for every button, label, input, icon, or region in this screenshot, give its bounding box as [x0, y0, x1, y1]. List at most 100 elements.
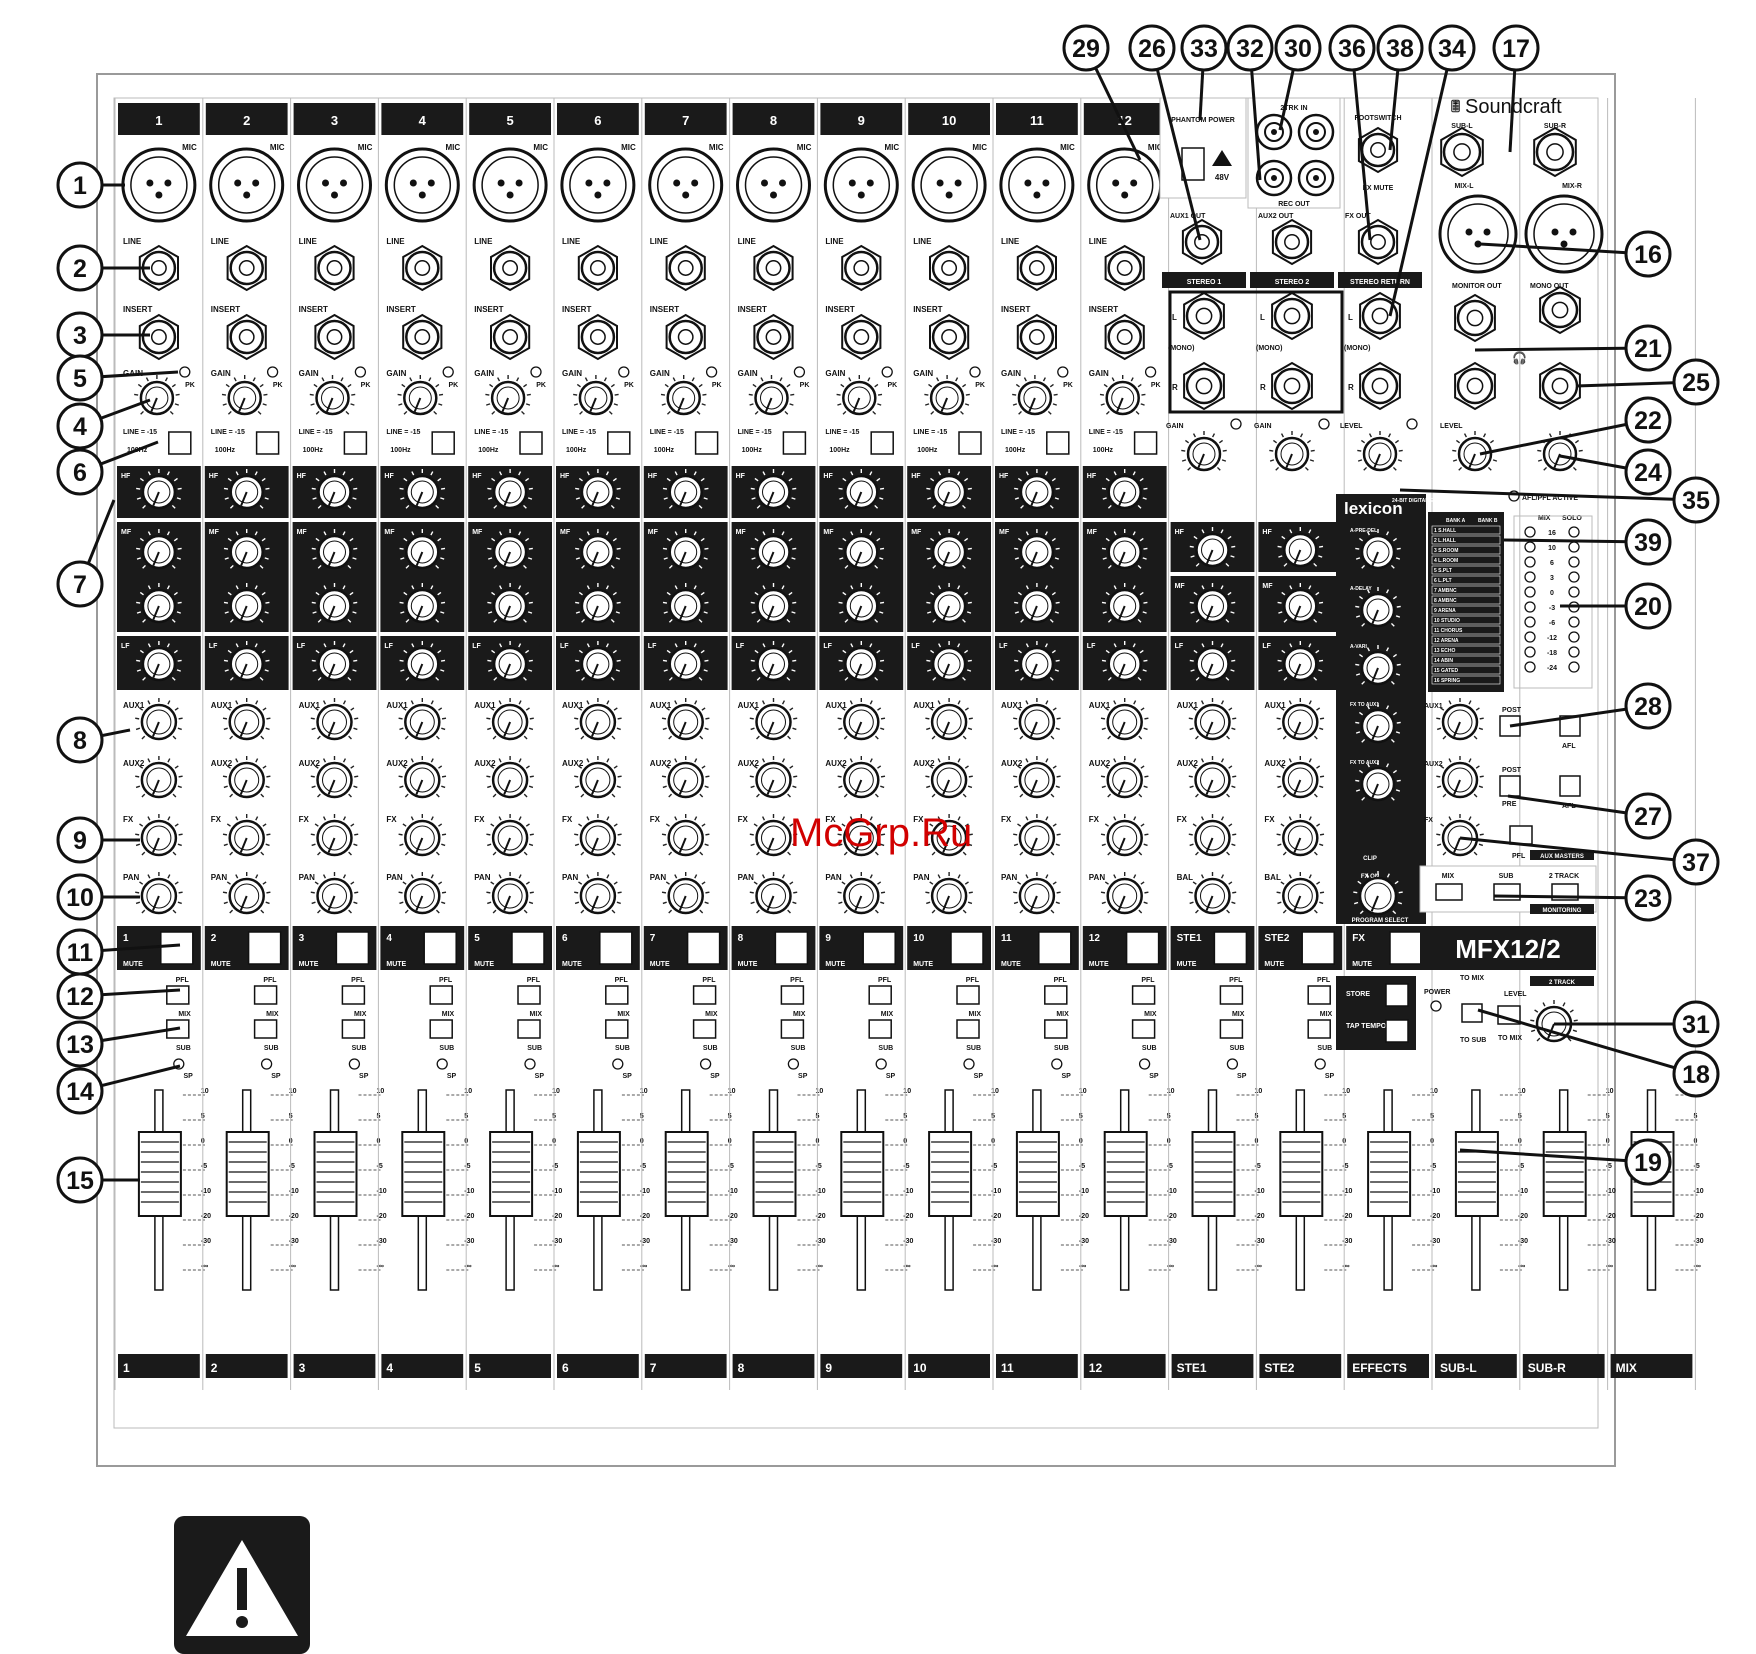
fader-knob[interactable] [313, 1131, 358, 1217]
insert-jack[interactable] [402, 313, 443, 361]
stereo-input-r[interactable] [1183, 361, 1225, 411]
fader-knob[interactable] [1015, 1131, 1060, 1217]
rec-out-r[interactable] [1297, 159, 1335, 197]
monitor-out-r[interactable] [1454, 361, 1496, 411]
mix-route-button[interactable] [692, 1019, 717, 1039]
mix-route-button[interactable] [780, 1019, 805, 1039]
lf-knob[interactable] [1101, 641, 1148, 682]
fx-send-knob[interactable] [837, 814, 886, 857]
aux1-knob[interactable] [486, 698, 534, 741]
hpf-button[interactable] [1133, 431, 1158, 455]
aux2-pre-post-button[interactable] [1499, 775, 1521, 797]
aux2-knob[interactable] [925, 756, 973, 799]
hf-knob[interactable] [1189, 527, 1236, 568]
fader-knob[interactable] [1279, 1131, 1324, 1217]
hpf-button[interactable] [694, 431, 719, 455]
mute-button[interactable] [599, 931, 633, 965]
lf-knob[interactable] [750, 641, 797, 682]
program-select-knob[interactable] [1353, 871, 1403, 916]
aux1-knob[interactable] [837, 698, 886, 741]
aux2-knob[interactable] [1100, 756, 1149, 799]
fx-send-knob[interactable] [1013, 814, 1061, 857]
aux1-knob[interactable] [1188, 698, 1237, 741]
mic-input[interactable] [648, 147, 724, 223]
fader-knob[interactable] [752, 1131, 797, 1217]
fx-param-knob[interactable] [1355, 529, 1401, 570]
insert-jack[interactable] [490, 313, 531, 361]
hf-knob[interactable] [662, 469, 709, 510]
stereo-input-l[interactable] [1271, 291, 1313, 341]
hpf-button[interactable] [519, 431, 543, 455]
insert-jack[interactable] [665, 313, 706, 361]
aux1-knob[interactable] [925, 698, 973, 741]
mute-button[interactable] [1389, 931, 1423, 965]
lf-knob[interactable] [838, 641, 885, 682]
pfl-button[interactable] [1219, 985, 1244, 1005]
gain-knob[interactable] [1012, 375, 1058, 416]
aux2-knob[interactable] [135, 756, 183, 799]
hf-knob[interactable] [136, 469, 182, 510]
stereo-input-l[interactable] [1183, 291, 1225, 341]
lf-knob[interactable] [662, 641, 709, 682]
mf-gain-knob[interactable] [750, 583, 797, 624]
fx-param-knob[interactable] [1355, 645, 1401, 686]
fader-knob[interactable] [489, 1131, 534, 1217]
line-input[interactable] [402, 244, 443, 292]
insert-jack[interactable] [1016, 313, 1057, 361]
mic-input[interactable] [384, 147, 460, 223]
aux2-knob[interactable] [749, 756, 798, 799]
rec-out-l[interactable] [1255, 159, 1293, 197]
fx-out-jack[interactable] [1357, 218, 1399, 266]
stereo-input-l[interactable] [1359, 291, 1401, 341]
headphones-jack[interactable] [1539, 361, 1581, 411]
fx-send-knob[interactable] [1100, 814, 1149, 857]
line-input[interactable] [841, 244, 882, 292]
mix-route-button[interactable] [429, 1019, 453, 1039]
pfl-button[interactable] [253, 985, 278, 1005]
hf-knob[interactable] [1014, 469, 1060, 510]
mute-button[interactable] [1038, 931, 1072, 965]
mic-input[interactable] [999, 147, 1075, 223]
gain-knob[interactable] [836, 375, 883, 416]
footswitch-jack[interactable] [1357, 126, 1399, 174]
fx-send-knob[interactable] [310, 814, 359, 857]
hpf-button[interactable] [255, 431, 280, 455]
fx-send-knob[interactable] [222, 814, 271, 857]
gain-knob[interactable] [573, 375, 619, 416]
pan-knob[interactable] [574, 872, 622, 915]
lf-knob[interactable] [399, 641, 446, 682]
mix-route-button[interactable] [253, 1019, 278, 1039]
aux2-knob[interactable] [837, 756, 886, 799]
insert-jack[interactable] [226, 313, 267, 361]
fx-param-knob[interactable] [1355, 761, 1401, 802]
mf-freq-knob[interactable] [575, 529, 621, 570]
lf-knob[interactable] [487, 641, 533, 682]
mf-freq-knob[interactable] [136, 529, 182, 570]
fader-knob[interactable] [1191, 1131, 1236, 1217]
mf-freq-knob[interactable] [838, 529, 885, 570]
balance-knob[interactable] [1188, 872, 1237, 915]
mono-out-jack[interactable] [1539, 285, 1581, 335]
balance-knob[interactable] [1276, 872, 1325, 915]
mix-route-button[interactable] [605, 1019, 629, 1039]
twotrack-in-r[interactable] [1297, 113, 1335, 151]
pfl-button[interactable] [780, 985, 805, 1005]
pfl-button[interactable] [1307, 985, 1331, 1005]
fx-send-knob[interactable] [1276, 814, 1325, 857]
line-input[interactable] [753, 244, 794, 292]
mf-freq-knob[interactable] [926, 529, 972, 570]
hf-knob[interactable] [311, 469, 358, 510]
line-input[interactable] [314, 244, 355, 292]
sub-l-jack[interactable] [1440, 126, 1484, 178]
hpf-button[interactable] [431, 431, 455, 455]
fader-knob[interactable] [664, 1131, 709, 1217]
fx-send-knob[interactable] [661, 814, 710, 857]
aux2-knob[interactable] [1276, 756, 1325, 799]
pan-knob[interactable] [486, 872, 534, 915]
pfl-button[interactable] [1131, 985, 1156, 1005]
hf-knob[interactable] [838, 469, 885, 510]
pan-knob[interactable] [1100, 872, 1149, 915]
hf-knob[interactable] [926, 469, 972, 510]
mf-gain-knob[interactable] [662, 583, 709, 624]
lf-knob[interactable] [926, 641, 972, 682]
